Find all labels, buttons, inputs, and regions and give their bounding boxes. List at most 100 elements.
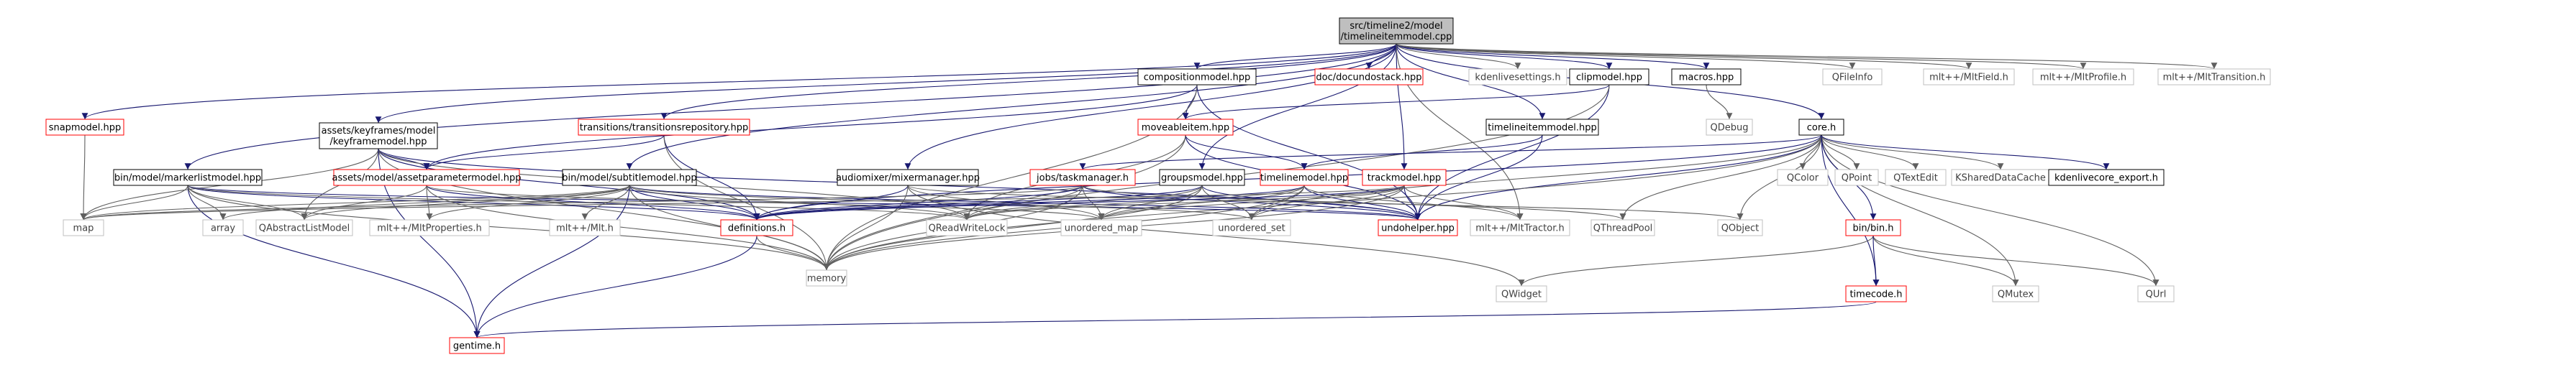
node-memory: memory xyxy=(806,269,847,287)
node-box xyxy=(1834,169,1879,186)
node-label: trackmodel.hpp xyxy=(1367,173,1441,184)
node-label: mlt++/MltProfile.h xyxy=(2040,73,2126,83)
edge-subtitlemodel-to-unordered_set xyxy=(629,185,1255,221)
node-box xyxy=(806,269,847,287)
node-root[interactable]: src/timeline2/model/timelineitemmodel.cp… xyxy=(1339,17,1454,45)
edge-markerlistmodel-to-gentime xyxy=(187,185,481,338)
node-transitionsrepo[interactable]: transitions/transitionsrepository.hpp xyxy=(578,119,750,136)
node-macros[interactable]: macros.hpp xyxy=(1671,68,1742,85)
edge-coreh-to-qthreadpool xyxy=(1619,134,1822,221)
edge-compositionmodel-to-assetparametermodel xyxy=(423,84,1198,170)
node-compositionmodel[interactable]: compositionmodel.hpp xyxy=(1137,68,1257,85)
node-gentime[interactable]: gentime.h xyxy=(449,337,505,354)
node-label: bin/model/subtitlemodel.hpp xyxy=(562,173,696,184)
node-qobject: QObject xyxy=(1717,219,1763,236)
node-label: QThreadPool xyxy=(1593,223,1653,234)
node-box xyxy=(1706,119,1753,136)
node-label: jobs/taskmanager.h xyxy=(1036,173,1129,184)
node-box xyxy=(319,122,438,149)
node-unordered_set: unordered_set xyxy=(1212,219,1291,236)
node-undohelper[interactable]: undohelper.hpp xyxy=(1378,219,1458,236)
node-label: QPoint xyxy=(1842,173,1872,184)
edge-subtitlemodel-to-qabstractlistmodel xyxy=(301,185,630,221)
nodes-layer: src/timeline2/model/timelineitemmodel.cp… xyxy=(45,17,2271,354)
edge-root-to-qfileinfo xyxy=(1396,43,1856,70)
node-box xyxy=(1378,219,1458,236)
node-label: clipmodel.hpp xyxy=(1576,73,1642,83)
node-timelinemodel[interactable]: timelinemodel.hpp xyxy=(1260,169,1349,186)
node-mixermanager[interactable]: audiomixer/mixermanager.hpp xyxy=(836,169,980,186)
edge-timelinemodel-to-unordered_map xyxy=(1098,185,1305,221)
node-label: QObject xyxy=(1721,223,1760,234)
node-snapmodel[interactable]: snapmodel.hpp xyxy=(45,119,124,136)
node-kdenlivecore_export[interactable]: kdenlivecore_export.h xyxy=(2048,169,2165,186)
node-qabstractlistmodel: QAbstractListModel xyxy=(255,219,353,236)
node-label: QTextEdit xyxy=(1893,173,1938,184)
node-box xyxy=(63,219,104,236)
edge-trackmodel-to-qreadwritelock xyxy=(963,185,1405,221)
node-box xyxy=(1362,169,1447,186)
node-markerlistmodel[interactable]: bin/model/markerlistmodel.hpp xyxy=(113,169,263,186)
node-assetparametermodel[interactable]: assets/model/assetparametermodel.hpp xyxy=(332,169,522,186)
node-mltfield: mlt++/MltField.h xyxy=(1923,68,2015,85)
node-keyframemodel[interactable]: assets/keyframes/model/keyframemodel.hpp xyxy=(319,122,438,149)
node-mlttractor: mlt++/MltTractor.h xyxy=(1470,219,1570,236)
node-box xyxy=(926,219,1008,236)
node-box xyxy=(369,219,490,236)
edge-timelinemodel-to-definitions xyxy=(753,185,1305,221)
edge-timecode-to-gentime xyxy=(474,301,1877,338)
edge-binh-to-qwidget xyxy=(1518,235,1874,287)
edge-groupsmodel-to-definitions xyxy=(753,185,1203,221)
edge-markerlistmodel-to-map xyxy=(80,185,188,221)
node-timelineitemmodel_hpp[interactable]: timelineitemmodel.hpp xyxy=(1485,119,1599,136)
edge-root-to-subtitlemodel xyxy=(626,43,1397,170)
node-groupsmodel[interactable]: groupsmodel.hpp xyxy=(1159,169,1245,186)
node-array: array xyxy=(202,219,244,236)
node-definitions[interactable]: definitions.h xyxy=(720,219,793,236)
edge-coreh-to-qurl xyxy=(1821,134,2159,287)
edge-subtitlemodel-to-gentime xyxy=(473,185,630,338)
node-box xyxy=(45,119,124,136)
edge-root-to-kdenlivesettings xyxy=(1396,43,1521,70)
node-timecode[interactable]: timecode.h xyxy=(1845,285,1907,302)
node-taskmanager[interactable]: jobs/taskmanager.h xyxy=(1029,169,1136,186)
node-label: assets/keyframes/model xyxy=(322,126,436,137)
node-kshareddatacache: KSharedDataCache xyxy=(1951,169,2050,186)
edge-trackmodel-to-map xyxy=(81,185,1405,221)
node-box xyxy=(1314,68,1424,85)
node-label: groupsmodel.hpp xyxy=(1161,173,1243,184)
node-qfileinfo: QFileInfo xyxy=(1822,68,1883,85)
node-box xyxy=(1029,169,1136,186)
node-clipmodel[interactable]: clipmodel.hpp xyxy=(1569,68,1649,85)
node-label: audiomixer/mixermanager.hpp xyxy=(836,173,980,184)
node-moveableitem[interactable]: moveableitem.hpp xyxy=(1137,119,1234,136)
node-docundostack[interactable]: doc/docundostack.hpp xyxy=(1314,68,1424,85)
node-label: array xyxy=(211,223,235,234)
edge-root-to-trackmodel xyxy=(1396,43,1408,170)
node-subtitlemodel[interactable]: bin/model/subtitlemodel.hpp xyxy=(562,169,697,186)
node-label: moveableitem.hpp xyxy=(1142,123,1229,134)
edge-coreh-to-qpoint xyxy=(1821,134,1860,170)
edge-coreh-to-taskmanager xyxy=(1079,134,1822,170)
node-box xyxy=(837,169,979,186)
node-coreh[interactable]: core.h xyxy=(1798,119,1844,136)
node-unordered_map: unordered_map xyxy=(1060,219,1142,236)
edge-coreh-to-qmutex xyxy=(1821,134,2019,287)
node-mlttransition: mlt++/MltTransition.h xyxy=(2157,68,2271,85)
edge-timelineitemmodel_hpp-to-undohelper xyxy=(1414,134,1543,221)
node-box xyxy=(1339,17,1454,45)
node-label: QAbstractListModel xyxy=(259,223,350,234)
node-box xyxy=(1845,219,1901,236)
node-box xyxy=(1992,285,2039,302)
edge-trackmodel-to-unordered_map xyxy=(1098,185,1405,221)
node-box xyxy=(1137,119,1234,136)
node-trackmodel[interactable]: trackmodel.hpp xyxy=(1362,169,1447,186)
edge-trackmodel-to-mlttractor xyxy=(1403,185,1524,221)
edge-root-to-snapmodel xyxy=(81,43,1397,120)
node-binh[interactable]: bin/bin.h xyxy=(1845,219,1901,236)
edge-groupsmodel-to-undohelper xyxy=(1201,185,1421,221)
node-box xyxy=(1260,169,1349,186)
edge-subtitlemodel-to-mlth xyxy=(581,185,630,221)
edge-binh-to-qurl xyxy=(1872,235,2159,287)
node-box xyxy=(1671,68,1742,85)
